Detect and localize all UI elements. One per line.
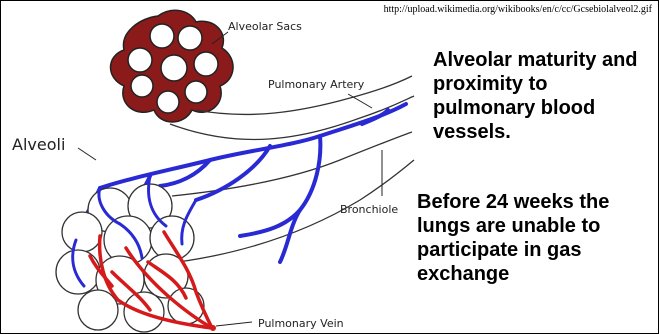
sac-chamber <box>185 81 207 103</box>
sac-chamber <box>131 75 153 97</box>
sac-chamber <box>150 24 174 48</box>
alveoli-label: Alveoli <box>12 135 65 154</box>
alveoli-diagram: Alveolar Sacs Pulmonary Artery Alveoli B… <box>0 0 420 334</box>
slide-body-text: Before 24 weeks the lungs are unable to … <box>417 190 657 286</box>
sac-chamber <box>157 91 179 113</box>
alveolar-sacs-label: Alveolar Sacs <box>228 20 302 33</box>
pulmonary-vein-label: Pulmonary Vein <box>258 317 344 330</box>
pulmonary-artery-label: Pulmonary Artery <box>268 78 365 91</box>
sac-chamber <box>194 52 218 76</box>
bronchiole-label: Bronchiole <box>340 203 398 216</box>
sac-chamber <box>161 55 187 81</box>
alveolar-sac-cluster <box>111 10 234 122</box>
vein-exit-dot <box>210 325 216 331</box>
sac-chamber <box>178 26 202 50</box>
sac-chamber <box>128 48 152 72</box>
slide-heading: Alveolar maturity and proximity to pulmo… <box>433 48 655 144</box>
